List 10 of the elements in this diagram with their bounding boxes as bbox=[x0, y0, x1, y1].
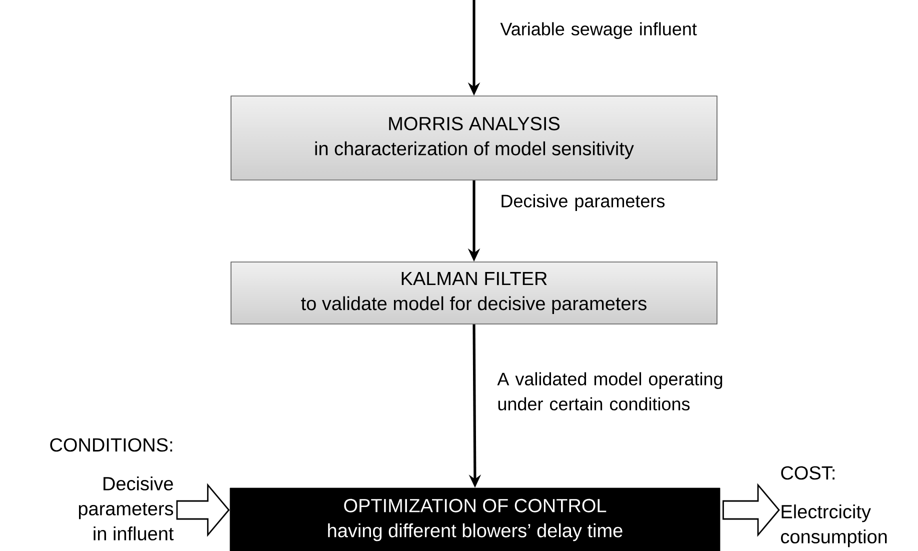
edge-label: A validated model operating under certain conditions bbox=[497, 372, 722, 410]
block-arrow bbox=[176, 483, 230, 537]
process-box: MORRIS ANALYSIS in characterization of model sensitivity bbox=[230, 96, 718, 180]
process-box: OPTIMIZATION OF CONTROL having different blowers’ delay time bbox=[230, 488, 720, 551]
block-arrow bbox=[722, 483, 780, 537]
process-box: KALMAN FILTER to validate model for decisive parameters bbox=[230, 262, 718, 324]
input-text: CONDITIONS: Decisive parameters in influent bbox=[50, 438, 174, 540]
edge-label: Decisive parameters bbox=[502, 194, 665, 211]
edge-label: Variable sewage influent bbox=[500, 22, 697, 39]
output-text: COST: Electrcicity consumption bbox=[781, 466, 887, 548]
